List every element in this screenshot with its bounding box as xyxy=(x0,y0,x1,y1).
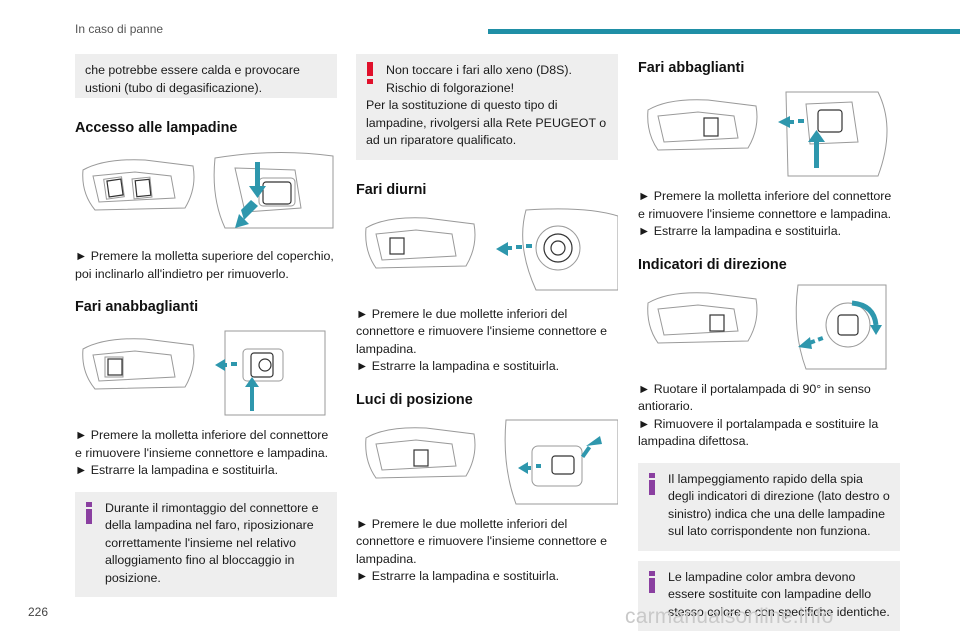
note-box-top: che potrebbe essere calda e provocare us… xyxy=(75,54,337,98)
info-icon xyxy=(86,501,92,524)
headlight-cover-illustration xyxy=(82,151,334,229)
header-accent-bar xyxy=(488,29,960,34)
info-note-box: Durante il rimontaggio del connettore e … xyxy=(75,491,337,597)
figure-indicators xyxy=(638,281,900,371)
figure-position xyxy=(356,416,618,506)
text-position-1: ► Premere le due mollette inferiori del … xyxy=(356,516,608,566)
section-title: In caso di panne xyxy=(75,22,164,36)
heading-low-beam: Fari anabbaglianti xyxy=(75,299,199,315)
info-icon xyxy=(649,570,655,593)
turn-indicator-illustration xyxy=(647,284,887,369)
heading-turn-indicators: Indicatori di direzione xyxy=(638,256,787,273)
text-drl-1: ► Premere le due mollette inferiori del … xyxy=(356,306,608,356)
text-access: ► Premere la molletta superiore del cope… xyxy=(75,249,334,281)
drl-illustration xyxy=(365,207,618,290)
text-indicators-2: ► Rimuovere il portalampada e sostituire… xyxy=(638,416,879,449)
info-note-1-text: Il lampeggiamento rapido della spia degl… xyxy=(668,471,890,539)
info-note-2-text: Le lampadine color ambra devono essere s… xyxy=(668,569,890,619)
text-low-beam-1: ► Premere la molletta inferiore del conn… xyxy=(75,428,329,460)
figure-access xyxy=(75,148,337,238)
info-note-box-1: Il lampeggiamento rapido della spia degl… xyxy=(638,462,900,551)
warning-note-box: Non toccare i fari allo xeno (D8S). Risc… xyxy=(356,54,618,160)
heading-access: Accesso alle lampadine xyxy=(75,120,238,136)
info-icon xyxy=(649,472,655,495)
text-drl-2: ► Estrarre la lampadina e sostituirla. xyxy=(356,359,560,373)
position-light-illustration xyxy=(365,419,618,504)
warning-line-2: Rischio di folgorazione! xyxy=(386,80,515,95)
watermark: carmanualsonline.info xyxy=(625,605,834,628)
heading-high-beam: Fari abbaglianti xyxy=(638,60,745,76)
text-position-2: ► Estrarre la lampadina e sostituirla. xyxy=(356,569,560,583)
low-beam-illustration xyxy=(82,330,326,416)
high-beam-illustration xyxy=(647,91,888,177)
column-right: Fari abbaglianti ► Premere la molletta i… xyxy=(638,54,900,631)
text-high-beam-2: ► Estrarre la lampadina e sostituirla. xyxy=(638,224,842,238)
warning-exclamation-icon xyxy=(367,62,373,84)
note-text: che potrebbe essere calda e provocare us… xyxy=(85,63,300,95)
column-left: che potrebbe essere calda e provocare us… xyxy=(75,54,337,597)
text-indicators-1: ► Ruotare il portalampada di 90° in sens… xyxy=(638,381,871,414)
warning-line-1: Non toccare i fari allo xeno (D8S). xyxy=(386,63,572,77)
heading-position-lights: Luci di posizione xyxy=(356,391,473,408)
warning-line-3: Per la sostituzione di questo tipo di la… xyxy=(366,98,607,147)
info-note-text: Durante il rimontaggio del connettore e … xyxy=(105,500,319,585)
column-middle: Non toccare i fari allo xeno (D8S). Risc… xyxy=(356,54,618,586)
text-low-beam-2: ► Estrarre la lampadina e sostituirla. xyxy=(75,463,279,477)
figure-drl xyxy=(356,206,618,296)
heading-drl: Fari diurni xyxy=(356,181,427,198)
info-note-box-2: Le lampadine color ambra devono essere s… xyxy=(638,560,900,631)
text-high-beam-1: ► Premere la molletta inferiore del conn… xyxy=(638,189,892,221)
figure-low-beam xyxy=(75,327,337,417)
figure-high-beam xyxy=(638,88,900,178)
page-number: 226 xyxy=(28,605,49,619)
